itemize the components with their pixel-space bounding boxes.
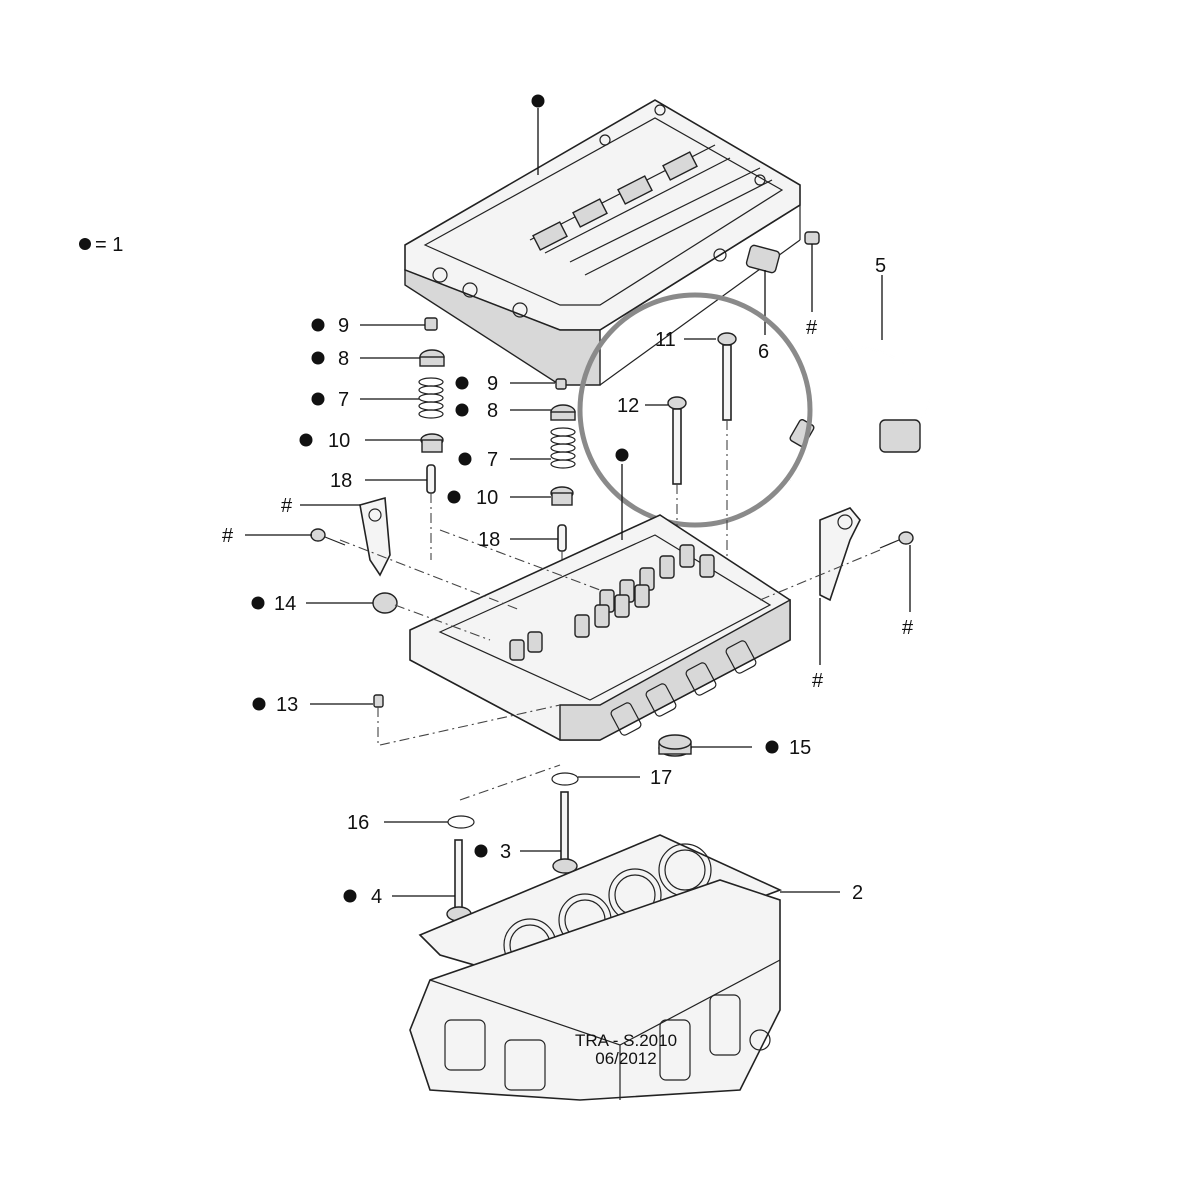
bullet-icon: [765, 740, 779, 754]
callout-7-right: 7: [487, 449, 498, 471]
bullet-icon: [251, 596, 265, 610]
plugs: [372, 592, 692, 757]
bullet-icon: [299, 433, 313, 447]
callout-16: 16: [347, 812, 369, 834]
callout-3: 3: [500, 841, 511, 863]
legend: = 1: [79, 234, 123, 256]
legend-text: = 1: [95, 234, 123, 256]
callout-hash-left-bracket: #: [281, 495, 293, 517]
callout-12: 12: [617, 395, 639, 417]
callout-14: 14: [274, 593, 296, 615]
bullet-icon: [311, 351, 325, 365]
callout-18-right: 18: [478, 529, 500, 551]
callout-hash-left-bolt: #: [222, 525, 234, 547]
drawing-reference: TRA - S.2010 06/2012: [575, 1031, 677, 1068]
highlight-circle: [577, 292, 813, 528]
camshaft-carrier: [404, 99, 801, 386]
bullet-icon: [455, 376, 469, 390]
callout-17: 17: [650, 767, 672, 789]
callout-4: 4: [371, 886, 382, 908]
bullet-icon: [311, 392, 325, 406]
callout-8-right: 8: [487, 400, 498, 422]
callout-5: 5: [875, 255, 886, 277]
wiring-harness: [789, 346, 930, 481]
part-bullets: [251, 94, 779, 903]
callout-9-left: 9: [338, 315, 349, 337]
callout-7-left: 7: [338, 389, 349, 411]
bullet-icon: [447, 490, 461, 504]
callout-9-right: 9: [487, 373, 498, 395]
callout-10-left: 10: [328, 430, 350, 452]
bullet-icon: [455, 403, 469, 417]
callout-2: 2: [852, 882, 863, 904]
bullet-icon: [615, 448, 629, 462]
bullet-icon: [458, 452, 472, 466]
callout-labels: 9 8 7 10 18 9 8 7 10 18 11 12 6 5 14 13 …: [222, 255, 914, 908]
bullet-icon: [311, 318, 325, 332]
callout-hash-sensor-bolt: #: [806, 317, 818, 339]
legend-bullet-icon: [79, 238, 91, 250]
bullet-icon: [343, 889, 357, 903]
callout-8-left: 8: [338, 348, 349, 370]
leader-lines: [245, 108, 911, 897]
callout-6: 6: [758, 341, 769, 363]
callout-15: 15: [789, 737, 811, 759]
callout-10-right: 10: [476, 487, 498, 509]
drawing-code: TRA - S.2010: [575, 1031, 677, 1050]
bullet-icon: [252, 697, 266, 711]
drawing-date: 06/2012: [595, 1049, 656, 1068]
camshaft-sensor: [745, 231, 820, 335]
callout-hash-right-bracket: #: [812, 670, 824, 692]
callout-11: 11: [655, 329, 676, 351]
cylinder-head: [409, 514, 791, 741]
callout-18-left: 18: [330, 470, 352, 492]
engine-block: [409, 879, 781, 1101]
lifting-brackets: [310, 496, 914, 602]
bullet-icon: [474, 844, 488, 858]
bullet-icon: [531, 94, 545, 108]
callout-13: 13: [276, 694, 298, 716]
assembly-lines: [339, 529, 881, 746]
valve-train-left: [418, 317, 445, 560]
callout-hash-right-bolt: #: [902, 617, 914, 639]
